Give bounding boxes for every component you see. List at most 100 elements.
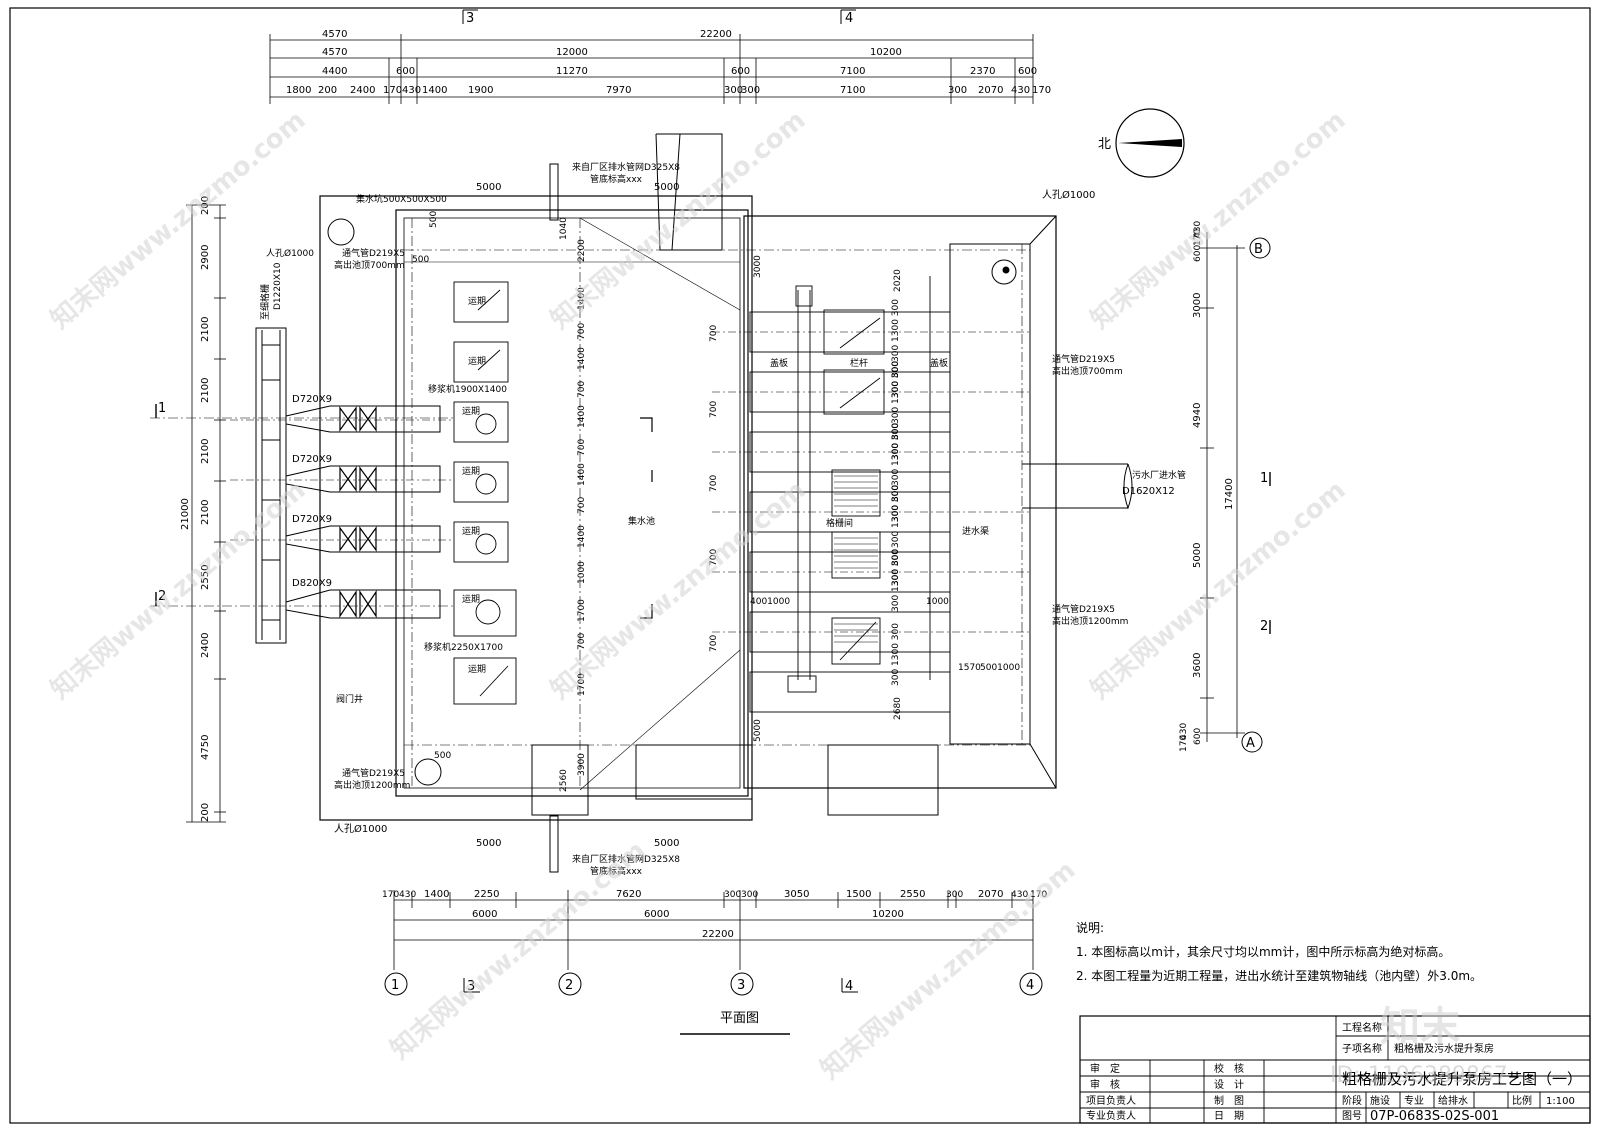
svg-text:170: 170 xyxy=(1193,229,1203,246)
svg-text:11270: 11270 xyxy=(556,66,588,77)
svg-text:300: 300 xyxy=(741,85,760,96)
drawing-title: 粗格栅及污水提升泵房工艺图（一） xyxy=(1342,1070,1582,1088)
svg-text:1400: 1400 xyxy=(577,287,587,310)
sheet-title: 平面图 xyxy=(680,1011,790,1035)
svg-text:3000: 3000 xyxy=(1192,293,1203,318)
north-label: 北 xyxy=(1098,137,1111,152)
svg-text:高出池顶1200mm: 高出池顶1200mm xyxy=(1052,615,1128,627)
axis-4: 4 xyxy=(1026,978,1034,993)
svg-text:D820X9: D820X9 xyxy=(292,578,332,589)
svg-text:200: 200 xyxy=(318,85,337,96)
svg-text:来自厂区排水管网D325X8: 来自厂区排水管网D325X8 xyxy=(572,161,680,173)
svg-text:3900: 3900 xyxy=(577,753,587,776)
sump-label: 集水坑500X500X500 xyxy=(356,193,447,205)
svg-text:4570: 4570 xyxy=(322,29,347,40)
svg-text:300 1300 300: 300 1300 300 xyxy=(891,361,901,424)
top-axis-4: 4 xyxy=(845,11,853,26)
axis-a: A xyxy=(1246,736,1255,751)
building-outline xyxy=(319,133,1057,821)
svg-text:栏杆: 栏杆 xyxy=(850,357,868,369)
svg-text:2200: 2200 xyxy=(577,239,587,262)
svg-text:1400: 1400 xyxy=(577,405,587,428)
svg-text:7100: 7100 xyxy=(840,85,865,96)
svg-text:700: 700 xyxy=(577,497,587,514)
right-axis-bubbles: B A xyxy=(1241,237,1271,753)
svg-text:审 核: 审 核 xyxy=(1090,1078,1120,1091)
svg-text:300 800: 300 800 xyxy=(891,485,901,522)
top-axis-3: 3 xyxy=(466,11,474,26)
svg-text:300 1300 300: 300 1300 300 xyxy=(891,623,901,686)
svg-text:2: 2 xyxy=(158,589,166,604)
wet-well-label: 集水池 xyxy=(628,515,655,527)
svg-text:2400: 2400 xyxy=(350,85,375,96)
svg-text:施设: 施设 xyxy=(1370,1094,1390,1107)
svg-text:3600: 3600 xyxy=(1192,653,1203,678)
left-total: 21000 xyxy=(180,498,191,530)
notes-title: 说明: xyxy=(1076,920,1104,935)
bottom-dimensions xyxy=(393,890,1034,970)
svg-text:盖板: 盖板 xyxy=(770,357,788,369)
svg-text:1570: 1570 xyxy=(958,663,981,673)
notes: 说明: 1. 本图标高以m计，其余尺寸均以mm计，图中所示标高为绝对标高。 2.… xyxy=(1076,920,1482,983)
grit-channels xyxy=(712,276,1030,713)
svg-text:知末网www.znzmo.com: 知末网www.znzmo.com xyxy=(1085,475,1351,705)
inlet-pipe xyxy=(1022,463,1133,510)
svg-text:污水厂进水管: 污水厂进水管 xyxy=(1132,469,1186,481)
svg-text:4001000: 4001000 xyxy=(750,597,790,607)
svg-text:比例: 比例 xyxy=(1512,1094,1532,1107)
svg-text:170: 170 xyxy=(382,890,399,900)
svg-text:1:100: 1:100 xyxy=(1546,1096,1575,1107)
svg-text:1400: 1400 xyxy=(422,85,447,96)
svg-text:1800: 1800 xyxy=(286,85,311,96)
svg-text:300 1300 300: 300 1300 300 xyxy=(891,549,901,612)
svg-text:7620: 7620 xyxy=(616,889,641,900)
svg-text:600: 600 xyxy=(1018,66,1037,77)
svg-text:给排水: 给排水 xyxy=(1438,1094,1468,1107)
pump-bot-label: 移浆机2250X1700 xyxy=(424,641,503,653)
svg-text:3050: 3050 xyxy=(784,889,809,900)
svg-text:管底标高xxx: 管底标高xxx xyxy=(590,173,643,185)
svg-text:300: 300 xyxy=(946,890,963,900)
svg-text:430: 430 xyxy=(399,890,416,900)
top-dimensions xyxy=(269,34,1034,104)
svg-text:1: 1 xyxy=(158,401,166,416)
svg-text:4940: 4940 xyxy=(1192,403,1203,428)
area-labels: 集水池 阀门井 进水渠 格栅间 盖板 盖板 栏杆 xyxy=(336,357,989,705)
svg-text:知末网www.znzmo.com: 知末网www.znzmo.com xyxy=(545,105,811,335)
svg-text:2100: 2100 xyxy=(200,317,211,342)
svg-text:子项名称: 子项名称 xyxy=(1342,1042,1382,1055)
svg-text:阶段: 阶段 xyxy=(1342,1094,1362,1107)
svg-text:5000: 5000 xyxy=(476,182,501,193)
svg-text:300: 300 xyxy=(724,85,743,96)
annotations: 集水坑500X500X500 人孔Ø1000 人孔Ø1000 人孔Ø1000 通… xyxy=(266,161,1186,877)
axis-3: 3 xyxy=(737,978,745,993)
svg-text:2560: 2560 xyxy=(559,769,569,792)
svg-text:1000: 1000 xyxy=(577,561,587,584)
svg-text:制 图: 制 图 xyxy=(1214,1094,1244,1107)
svg-text:170: 170 xyxy=(1030,890,1047,900)
svg-text:7970: 7970 xyxy=(606,85,631,96)
svg-text:500: 500 xyxy=(434,751,451,761)
svg-text:2250: 2250 xyxy=(474,889,499,900)
svg-text:高出池顶700mm: 高出池顶700mm xyxy=(334,259,405,271)
notes-line-1: 1. 本图标高以m计，其余尺寸均以mm计，图中所示标高为绝对标高。 xyxy=(1076,944,1450,959)
svg-text:700: 700 xyxy=(577,323,587,340)
svg-text:日 期: 日 期 xyxy=(1214,1110,1244,1122)
axis-1: 1 xyxy=(391,978,399,993)
svg-text:2370: 2370 xyxy=(970,66,995,77)
pump-labels: 运期 运期 运期 运期 运期 运期 运期 移浆机1900X1400 移浆机225… xyxy=(424,296,507,675)
svg-text:D720X9: D720X9 xyxy=(292,514,332,525)
svg-text:运期: 运期 xyxy=(462,526,480,537)
svg-text:22200: 22200 xyxy=(700,29,732,40)
drain-pipes xyxy=(549,163,559,873)
svg-text:700: 700 xyxy=(709,401,719,418)
right-total: 17400 xyxy=(1224,478,1235,510)
svg-text:管底标高xxx: 管底标高xxx xyxy=(590,865,643,877)
svg-text:600: 600 xyxy=(1193,245,1203,262)
svg-text:审 定: 审 定 xyxy=(1090,1062,1120,1075)
svg-text:运期: 运期 xyxy=(462,406,480,417)
svg-text:2070: 2070 xyxy=(978,85,1003,96)
svg-text:600: 600 xyxy=(396,66,415,77)
svg-text:430: 430 xyxy=(1011,85,1030,96)
